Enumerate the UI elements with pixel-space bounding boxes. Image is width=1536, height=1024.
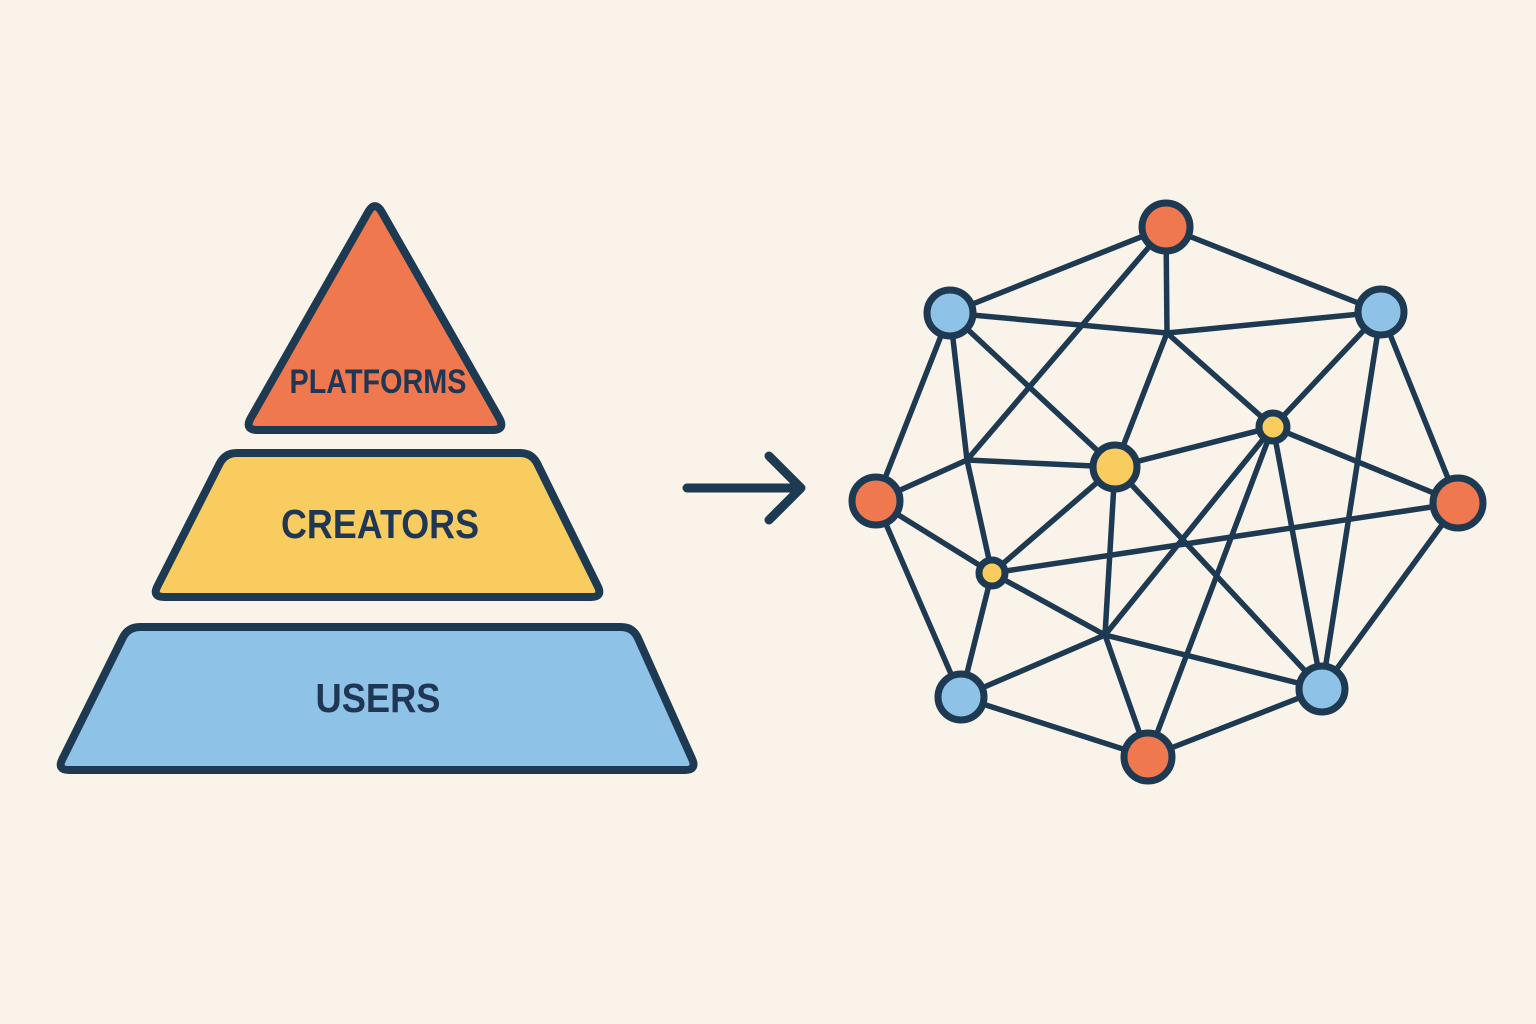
network-node-n11-orange [1120,729,1176,785]
pyramid: PLATFORMS CREATORS USERS [56,202,698,774]
network-edge [1102,464,1118,638]
network-node-n9-blue [934,670,988,724]
network-node-n5-yellow [1089,441,1141,493]
network-node-n8-yellow [975,556,1009,590]
network-edge [958,694,1151,760]
network-edge [947,310,1170,336]
right-arrow-icon [682,451,806,525]
network-edge [989,464,1118,576]
network-edge [873,498,964,700]
network-edge [1145,424,1276,760]
network-node-n2-blue [923,286,977,340]
network-node-n3-blue [1354,285,1408,339]
network-node-n4-yellow [1255,409,1291,445]
network-edge [1112,424,1276,470]
pyramid-label-users: USERS [316,675,441,721]
pyramid-label-platforms: PLATFORMS [290,363,467,401]
network-nodes [848,199,1487,785]
network-edge [1112,464,1325,692]
network-edge [1102,424,1276,638]
pyramid-label-creators: CREATORS [281,501,479,547]
network-node-n10-blue [1295,662,1349,716]
network-edge [1164,330,1276,430]
network-edge [1319,309,1384,692]
network-edge [1270,424,1461,506]
network-edge [1164,309,1384,336]
network-edge [1378,309,1461,506]
network-edge [964,457,995,576]
network-edge [989,500,1461,576]
network-node-n6-orange [848,473,904,529]
network-edge [873,310,953,504]
network-edge [1102,632,1325,692]
network-node-n1-orange [1138,199,1194,255]
network-edge [1270,424,1325,692]
pyramid-layer-platforms [244,202,506,434]
network-edge [1319,500,1461,692]
network-edge [947,310,1118,470]
network-edge [947,224,1169,316]
network-edge [1163,224,1384,315]
pyramid-layer-users [56,623,698,774]
network-edge [964,224,1169,463]
pyramid-layer-creators [151,449,604,601]
network-node-n7-orange [1429,474,1487,532]
network-edge [1145,686,1325,760]
network-edge [989,570,1108,638]
